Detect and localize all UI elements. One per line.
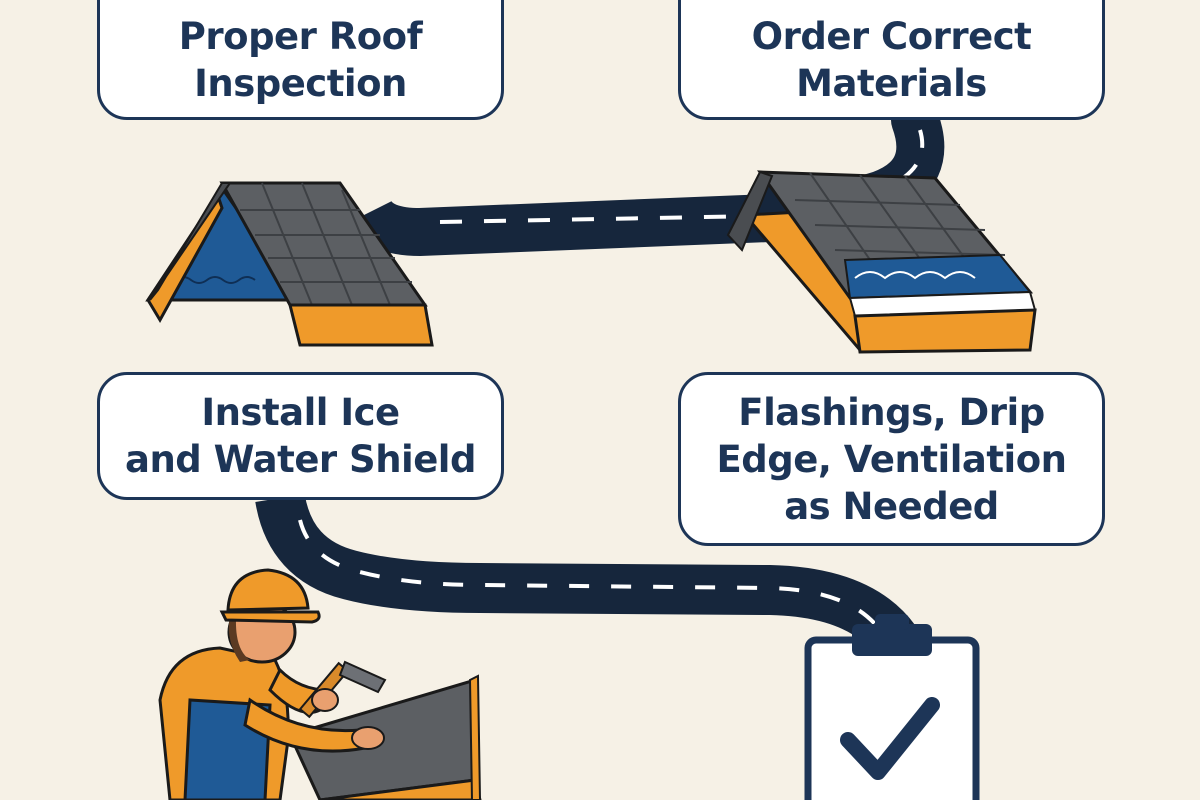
roofer-icon <box>158 568 482 800</box>
step-box-order-materials: Order Correct Materials <box>678 0 1105 120</box>
step-text-line: Proper Roof <box>178 15 423 58</box>
step-text-line: Materials <box>796 62 987 105</box>
step-text-line: as Needed <box>784 484 999 528</box>
step-text-line: Install Ice <box>201 391 400 434</box>
roof-left-icon <box>145 181 434 347</box>
step-box-ice-water-shield: Install Ice and Water Shield <box>97 372 504 500</box>
step-text-line: Flashings, Drip <box>738 390 1045 434</box>
step-text-line: and Water Shield <box>125 438 476 481</box>
clipboard-check-icon <box>804 614 980 800</box>
roof-right-icon <box>726 170 1037 354</box>
step-text-line: Inspection <box>194 62 407 105</box>
step-box-flashings-drip-edge: Flashings, Drip Edge, Ventilation as Nee… <box>678 372 1105 546</box>
step-text-line: Order Correct <box>751 15 1032 58</box>
step-box-roof-inspection: Proper Roof Inspection <box>97 0 504 120</box>
step-text-line: Edge, Ventilation <box>716 437 1067 481</box>
